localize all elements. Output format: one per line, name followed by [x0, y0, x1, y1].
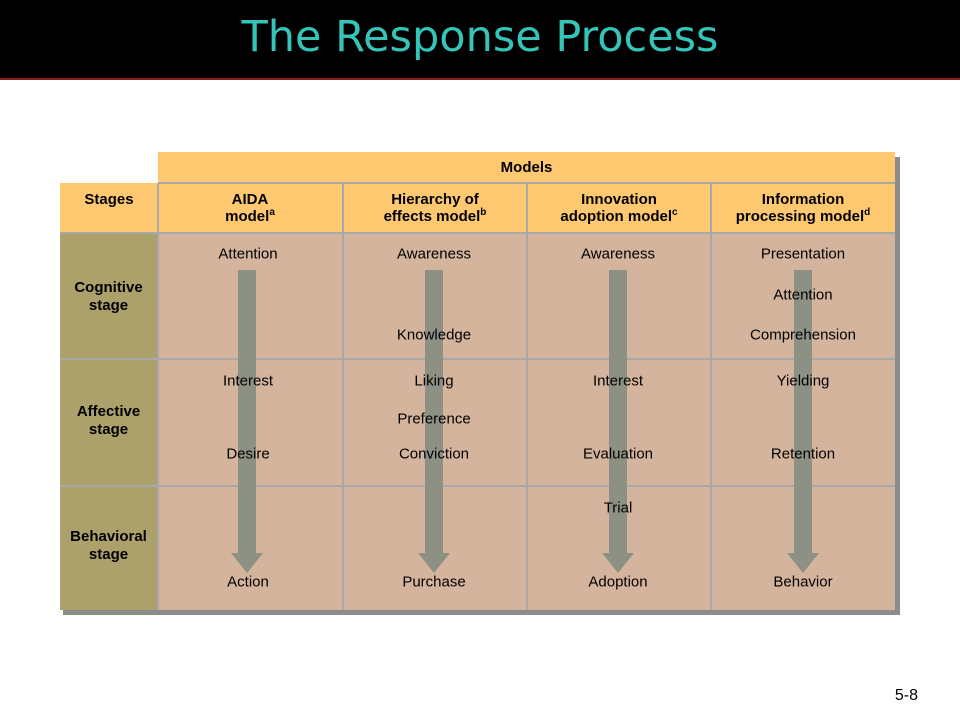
model-name-line2: model — [225, 208, 270, 225]
step-label: Awareness — [581, 245, 655, 263]
step-label: Interest — [222, 372, 274, 390]
flow-arrow-head — [418, 553, 450, 573]
model-name-line2: adoption model — [560, 208, 673, 225]
step-label: Preference — [397, 410, 471, 428]
model-name-line1: Innovation — [581, 191, 657, 208]
flow-arrow-head — [602, 553, 634, 573]
stage-label-behavioral: Behavioral stage — [60, 528, 157, 564]
stage-name-line1: Cognitive — [74, 279, 143, 296]
step-label: Comprehension — [750, 326, 856, 344]
footnote-marker: d — [864, 207, 871, 218]
step-label: Conviction — [398, 445, 470, 463]
stage-label-affective: Affective stage — [60, 403, 157, 439]
flow-arrow-head — [231, 553, 263, 573]
step-label: Presentation — [760, 245, 846, 263]
grid-line — [710, 183, 712, 610]
stage-name-line2: stage — [88, 297, 129, 314]
step-label: Purchase — [402, 573, 466, 591]
stage-name-line1: Behavioral — [70, 528, 147, 545]
flow-arrow-shaft — [794, 270, 812, 554]
slide-title: The Response Process — [241, 12, 719, 62]
stage-name-line2: stage — [88, 546, 129, 563]
footnote-marker: a — [269, 207, 275, 218]
step-label: Evaluation — [582, 445, 654, 463]
step-label: Interest — [592, 372, 644, 390]
flow-arrow-shaft — [609, 270, 627, 554]
grid-line — [342, 183, 344, 610]
step-label: Behavior — [773, 573, 833, 591]
stages-header-cell — [60, 183, 158, 233]
step-label: Yielding — [776, 372, 830, 390]
model-header-aida: AIDA modela — [158, 191, 342, 225]
flow-arrow-head — [787, 553, 819, 573]
step-label: Attention — [773, 286, 833, 304]
step-label: Action — [227, 573, 269, 591]
step-label: Attention — [218, 245, 278, 263]
grid-line — [526, 183, 528, 610]
model-header-information-processing: Information processing modeld — [711, 191, 895, 225]
models-header-cell — [158, 152, 895, 183]
stage-name-line2: stage — [88, 421, 129, 438]
model-header-innovation-adoption: Innovation adoption modelc — [527, 191, 711, 225]
footnote-marker: b — [480, 207, 487, 218]
title-bar: The Response Process — [0, 0, 960, 80]
model-header-hierarchy-of-effects: Hierarchy of effects modelb — [343, 191, 527, 225]
flow-arrow-shaft — [238, 270, 256, 554]
step-label: Awareness — [397, 245, 471, 263]
stage-name-line1: Affective — [76, 403, 141, 420]
step-label: Trial — [603, 499, 633, 517]
step-label: Desire — [226, 445, 270, 463]
model-name-line1: Information — [761, 191, 845, 208]
stage-column — [60, 233, 158, 610]
model-name-line2: processing model — [735, 208, 865, 225]
stages-header-label: Stages — [84, 191, 134, 208]
footnote-marker: c — [672, 207, 678, 218]
table-shadow-bottom — [63, 610, 900, 615]
step-label: Retention — [770, 445, 836, 463]
table-shadow-right — [895, 157, 900, 615]
model-name-line1: Hierarchy of — [391, 191, 479, 208]
flow-arrow-shaft — [425, 270, 443, 554]
model-name-line1: AIDA — [231, 191, 269, 208]
step-label: Knowledge — [396, 326, 472, 344]
model-name-line2: effects model — [383, 208, 481, 225]
step-label: Adoption — [588, 573, 648, 591]
grid-line — [157, 183, 159, 610]
stage-label-cognitive: Cognitive stage — [60, 279, 157, 315]
grid-line — [60, 485, 895, 487]
grid-line — [60, 358, 895, 360]
slide-number: 5-8 — [894, 687, 918, 704]
step-label: Liking — [414, 372, 454, 390]
grid-line — [60, 232, 895, 234]
models-header-label: Models — [500, 159, 553, 176]
